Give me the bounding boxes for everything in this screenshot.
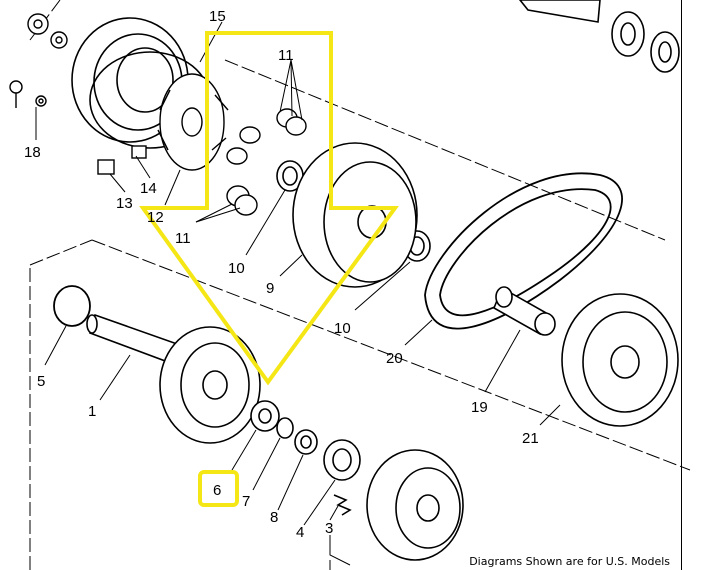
- label-part-3: 3: [325, 520, 333, 537]
- label-part-14: 14: [140, 180, 157, 197]
- label-part-4: 4: [296, 524, 304, 541]
- label-part-21: 21: [522, 430, 539, 447]
- top-right-springs: [518, 0, 680, 73]
- label-part-6: 6: [213, 482, 221, 499]
- label-part-1: 1: [88, 403, 96, 420]
- label-part-5: 5: [37, 373, 45, 390]
- part-1-primary-sheave: [86, 313, 261, 444]
- part-15-cover: [71, 17, 211, 149]
- label-part-15: 15: [209, 8, 226, 25]
- highlight-box-part-6: [198, 470, 239, 507]
- part-20-belt: [424, 172, 623, 330]
- label-part-13: 13: [116, 195, 133, 212]
- label-part-10-right: 10: [334, 320, 351, 337]
- part-12-cam: [157, 73, 229, 171]
- label-part-7: 7: [242, 493, 250, 510]
- part-19-shaft: [492, 286, 556, 336]
- label-part-18: 18: [24, 144, 41, 161]
- label-part-8: 8: [270, 509, 278, 526]
- part-5-circlip: [53, 285, 91, 327]
- leader-lines: [35, 21, 561, 566]
- part-18-bolt: [9, 80, 47, 108]
- part-13-14-sliders: [97, 145, 147, 175]
- part-4-bearing: [323, 439, 361, 481]
- label-part-20: 20: [386, 350, 403, 367]
- models-caption: Diagrams Shown are for U.S. Models: [467, 555, 672, 568]
- label-part-19: 19: [471, 399, 488, 416]
- label-part-10-left: 10: [228, 260, 245, 277]
- part-11-rollers: [226, 108, 307, 216]
- label-part-11-top: 11: [278, 47, 294, 64]
- frame-edge: [681, 0, 682, 570]
- parts-6-7-8: [250, 400, 318, 455]
- label-part-11-bottom: 11: [175, 230, 191, 247]
- part-21-fixed-sheave: [561, 293, 679, 427]
- part-3-spring-clutch: [333, 449, 464, 561]
- part-9-sheave: [292, 142, 418, 288]
- highlight-arrow: [139, 31, 399, 386]
- top-fasteners: [27, 13, 68, 49]
- label-part-9: 9: [266, 280, 274, 297]
- part-labels: 15 11 18 14 13 12 11 10 9 10 20 19 21 5 …: [24, 8, 539, 541]
- label-part-12: 12: [147, 209, 164, 226]
